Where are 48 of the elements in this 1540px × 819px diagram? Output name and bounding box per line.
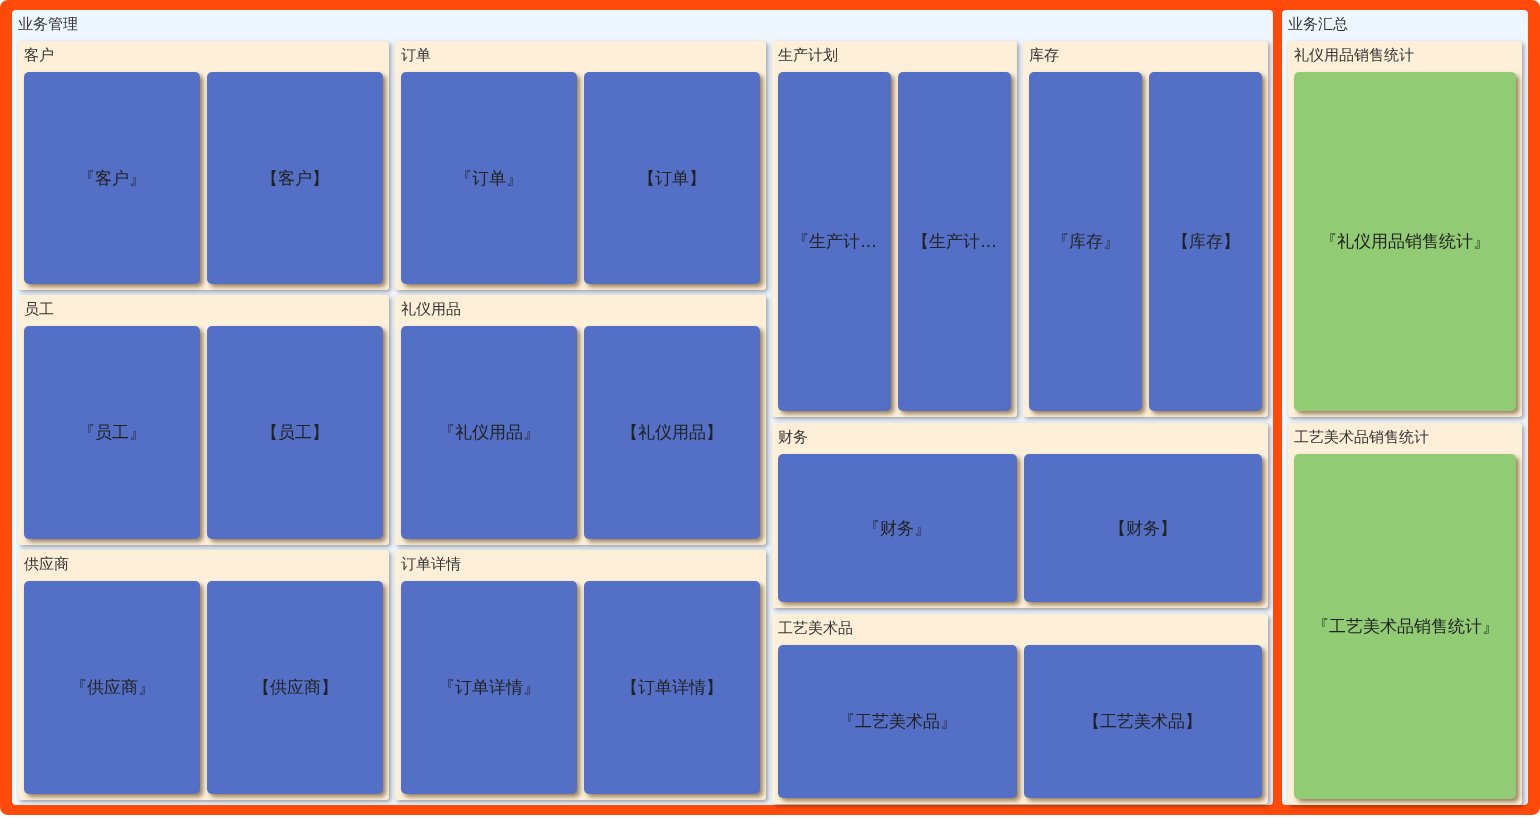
- data-tile: 【礼仪用品】: [584, 326, 760, 539]
- data-tile: 【财务】: [1023, 454, 1262, 602]
- data-tile: 『客户』: [24, 72, 200, 284]
- panel-title: 员工: [24, 300, 54, 319]
- data-tile: 【订单】: [584, 72, 760, 284]
- category-panel: [18, 550, 389, 800]
- data-tile: 『员工』: [24, 326, 200, 539]
- data-tile: 【库存】: [1149, 72, 1262, 411]
- panel-title: 工艺美术品: [778, 619, 853, 638]
- category-panel: [1023, 41, 1268, 417]
- data-tile: 『库存』: [1029, 72, 1142, 411]
- group-panel: [1282, 10, 1528, 805]
- group-panel: [12, 10, 1273, 805]
- panel-title: 礼仪用品: [401, 300, 461, 319]
- category-panel: [772, 614, 1268, 804]
- panel-title: 工艺美术品销售统计: [1294, 428, 1429, 447]
- category-panel: [395, 550, 766, 800]
- category-panel: [18, 41, 389, 290]
- data-tile: 『工艺美术品』: [778, 645, 1017, 798]
- data-tile: 【工艺美术品】: [1023, 645, 1262, 798]
- category-panel: [395, 295, 766, 545]
- panel-title: 订单: [401, 46, 431, 65]
- data-tile: 『礼仪用品销售统计』: [1294, 72, 1516, 411]
- panel-title: 订单详情: [401, 555, 461, 574]
- data-tile: 【订单详情】: [584, 581, 760, 794]
- category-panel: [18, 295, 389, 545]
- panel-title: 业务汇总: [1288, 15, 1348, 34]
- panel-title: 供应商: [24, 555, 69, 574]
- category-panel: [772, 423, 1268, 608]
- category-panel: [395, 41, 766, 290]
- data-tile: 『订单』: [401, 72, 577, 284]
- panel-title: 客户: [24, 46, 54, 65]
- panel-title: 生产计划: [778, 46, 838, 65]
- data-tile: 『财务』: [778, 454, 1017, 602]
- panel-title: 礼仪用品销售统计: [1294, 46, 1414, 65]
- data-tile: 『礼仪用品』: [401, 326, 577, 539]
- data-tile: 『生产计...: [778, 72, 891, 411]
- panel-title: 财务: [778, 428, 808, 447]
- data-tile: 【供应商】: [207, 581, 383, 794]
- data-tile: 『订单详情』: [401, 581, 577, 794]
- data-tile: 『工艺美术品销售统计』: [1294, 454, 1516, 799]
- data-tile: 【客户】: [207, 72, 383, 284]
- data-tile: 『供应商』: [24, 581, 200, 794]
- category-panel: [772, 41, 1017, 417]
- data-tile: 【生产计...: [898, 72, 1011, 411]
- panel-title: 业务管理: [18, 15, 78, 34]
- data-tile: 【员工】: [207, 326, 383, 539]
- panel-title: 库存: [1029, 46, 1059, 65]
